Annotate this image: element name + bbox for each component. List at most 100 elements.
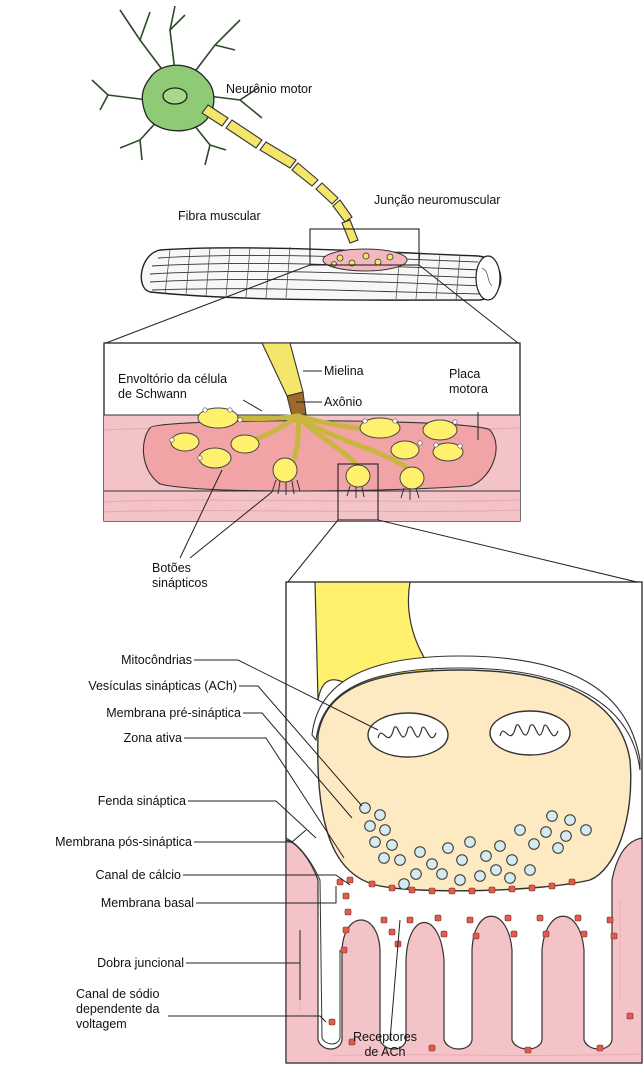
vesicle	[427, 859, 438, 870]
ion-channel	[369, 881, 375, 887]
ion-channel	[537, 915, 543, 921]
label-schwann: de Schwann	[118, 387, 187, 402]
ion-channel	[435, 915, 441, 921]
motor-endplate-small	[323, 249, 407, 271]
vesicle	[491, 865, 502, 876]
ion-channel	[511, 931, 517, 937]
vesicle	[443, 843, 454, 854]
vesicle	[481, 851, 492, 862]
vesicle	[455, 875, 466, 886]
vesicle	[547, 811, 558, 822]
vesicle	[495, 841, 506, 852]
ion-channel	[575, 915, 581, 921]
ion-channel	[581, 931, 587, 937]
vesicle	[475, 871, 486, 882]
vesicle	[553, 843, 564, 854]
label-receptores-2: de ACh	[340, 1045, 430, 1060]
vesicle	[365, 821, 376, 832]
ion-channel	[597, 1045, 603, 1051]
vesicle	[399, 879, 410, 890]
vesicle	[525, 865, 536, 876]
vesicle	[505, 873, 516, 884]
vesicle	[529, 839, 540, 850]
vesicle	[387, 840, 398, 851]
ion-channel	[409, 887, 415, 893]
vesicle	[411, 869, 422, 880]
ion-channel	[389, 929, 395, 935]
vesicle	[395, 855, 406, 866]
ion-channel	[627, 1013, 633, 1019]
label-sinapticos: sinápticos	[152, 576, 208, 591]
ion-channel	[343, 893, 349, 899]
presynaptic-terminal	[318, 670, 631, 891]
label-placa: Placa	[449, 367, 480, 382]
label-canal-calcio: Canal de cálcio	[96, 868, 181, 883]
label-mitocondrias: Mitocôndrias	[121, 653, 192, 668]
ion-channel	[449, 888, 455, 894]
vesicle	[465, 837, 476, 848]
ion-channel	[505, 915, 511, 921]
vesicle	[515, 825, 526, 836]
ion-channel	[509, 886, 515, 892]
label-vesiculas: Vesículas sinápticas (ACh)	[88, 679, 237, 694]
label-fenda: Fenda sináptica	[98, 794, 186, 809]
label-canal-sodio-3: voltagem	[76, 1017, 127, 1032]
label-axonio: Axônio	[324, 395, 362, 410]
ion-channel	[381, 917, 387, 923]
neuron-nucleus	[163, 88, 187, 104]
label-botoes: Botões	[152, 561, 191, 576]
vesicle	[561, 831, 572, 842]
label-membrana-basal: Membrana basal	[101, 896, 194, 911]
label-membrana-pos: Membrana pós-sináptica	[55, 835, 192, 850]
ion-channel	[429, 888, 435, 894]
ion-channel	[329, 1019, 335, 1025]
vesicle	[541, 827, 552, 838]
synapse-panel	[286, 582, 642, 1063]
vesicle	[380, 825, 391, 836]
vesicle	[379, 853, 390, 864]
ion-channel	[529, 885, 535, 891]
ion-channel	[569, 879, 575, 885]
label-receptores-1: Receptores	[340, 1030, 430, 1045]
ion-channel	[441, 931, 447, 937]
vesicle	[581, 825, 592, 836]
label-fibra-muscular: Fibra muscular	[178, 209, 261, 224]
ion-channel	[341, 947, 347, 953]
ion-channel	[347, 877, 353, 883]
ion-channel	[611, 933, 617, 939]
vesicle	[370, 837, 381, 848]
vesicle	[437, 869, 448, 880]
ion-channel	[549, 883, 555, 889]
label-canal-sodio-1: Canal de sódio	[76, 987, 159, 1002]
label-motora: motora	[449, 382, 488, 397]
label-canal-sodio-2: dependente da	[76, 1002, 159, 1017]
label-membrana-pre: Membrana pré-sináptica	[106, 706, 241, 721]
ion-channel	[469, 888, 475, 894]
label-mielina: Mielina	[324, 364, 364, 379]
ion-channel	[467, 917, 473, 923]
label-juncao-neuromuscular: Junção neuromuscular	[374, 193, 500, 208]
label-neuronio-motor: Neurônio motor	[226, 82, 312, 97]
ion-channel	[389, 885, 395, 891]
vesicle	[415, 847, 426, 858]
muscle-fiber	[141, 229, 501, 300]
label-dobra: Dobra juncional	[97, 956, 184, 971]
vesicle	[360, 803, 371, 814]
ion-channel	[345, 909, 351, 915]
zoom-lines-2	[287, 520, 641, 583]
ion-channel	[543, 931, 549, 937]
label-zona-ativa: Zona ativa	[124, 731, 182, 746]
vesicle	[565, 815, 576, 826]
ion-channel	[489, 887, 495, 893]
label-envoltorio: Envoltório da célula	[118, 372, 227, 387]
motor-neuron	[92, 6, 358, 243]
vesicle	[507, 855, 518, 866]
ion-channel	[607, 917, 613, 923]
ion-channel	[407, 917, 413, 923]
ion-channel	[525, 1047, 531, 1053]
vesicle	[375, 810, 386, 821]
vesicle	[457, 855, 468, 866]
ion-channel	[343, 927, 349, 933]
